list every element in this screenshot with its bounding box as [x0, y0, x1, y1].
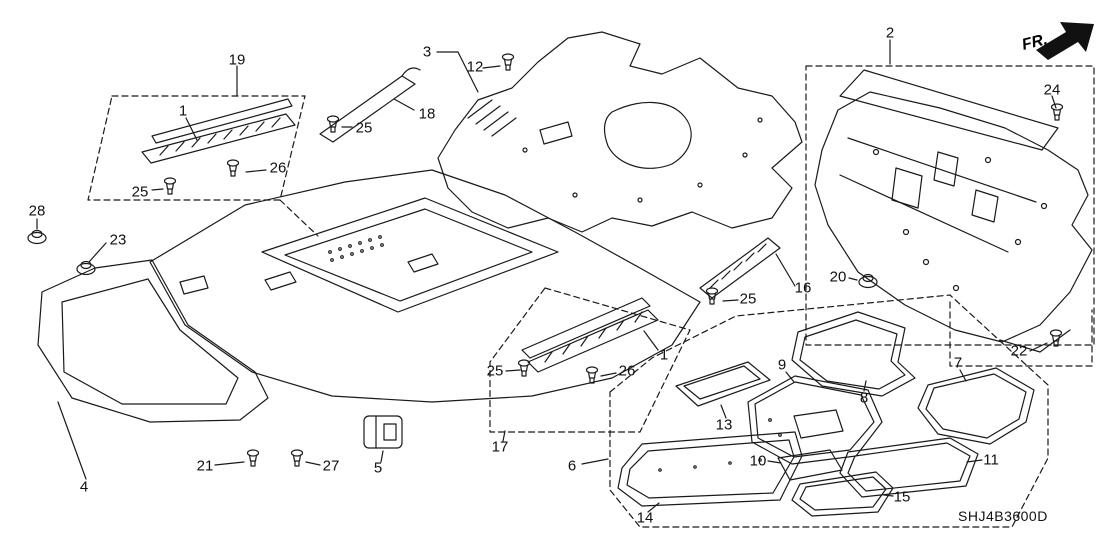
part-label-11-25: 11 — [983, 451, 999, 469]
floor-mat-7 — [917, 367, 1035, 445]
clip-icon-21 — [246, 449, 260, 467]
clip-icon-27 — [290, 449, 304, 467]
fr-arrow-icon — [1036, 22, 1094, 60]
sill-garnish-front — [141, 98, 296, 164]
part-label-25-9: 25 — [131, 183, 149, 201]
small-bracket-part-5 — [363, 415, 403, 449]
clip-icon-25-a — [326, 115, 340, 133]
part-label-9-18: 9 — [777, 356, 787, 374]
part-label-2-6: 2 — [885, 24, 895, 42]
clip-icon-24 — [1050, 103, 1064, 121]
clip-icon-25-b — [163, 177, 177, 195]
floor-mat-14 — [617, 431, 803, 507]
part-label-7-17: 7 — [953, 354, 963, 372]
part-label-5-26: 5 — [373, 459, 383, 477]
part-label-21-28: 21 — [196, 457, 214, 475]
cowl-top-strip — [839, 69, 1059, 151]
clip-icon-12 — [501, 53, 515, 71]
floor-mat-10 — [777, 449, 843, 481]
cargo-floor-mat — [37, 259, 269, 423]
group-box-17 — [489, 287, 691, 433]
sill-garnish-rear — [521, 297, 659, 373]
part-label-27-29: 27 — [322, 457, 340, 475]
floor-mat-8 — [791, 311, 916, 397]
part-label-8-21: 8 — [859, 389, 869, 407]
part-label-1-1: 1 — [178, 102, 188, 120]
part-label-22-16: 22 — [1010, 342, 1028, 360]
part-label-26-20: 26 — [618, 362, 636, 380]
part-label-26-8: 26 — [269, 159, 287, 177]
group-box-19-connector — [279, 199, 319, 237]
part-label-6-27: 6 — [567, 457, 577, 475]
part-label-17-23: 17 — [491, 438, 509, 456]
part-label-10-24: 10 — [749, 452, 767, 470]
grommet-icon-20 — [858, 273, 878, 289]
leader-lines — [36, 39, 1057, 513]
clip-icon-26-a — [226, 159, 240, 177]
part-label-3-2: 3 — [422, 43, 432, 61]
diagram-code: SHJ4B3600D — [958, 508, 1048, 524]
front-floor-panel — [437, 31, 803, 233]
floor-carpet — [149, 169, 701, 403]
part-label-19-0: 19 — [228, 51, 246, 69]
part-label-25-14: 25 — [739, 290, 757, 308]
part-label-28-10: 28 — [28, 202, 46, 220]
group-box-mats-6 — [609, 294, 1049, 528]
part-label-23-11: 23 — [109, 231, 127, 249]
group-box-22 — [949, 301, 1093, 367]
part-label-16-13: 16 — [794, 279, 812, 297]
group-box-2 — [805, 65, 1095, 346]
part-label-24-7: 24 — [1043, 81, 1061, 99]
step-garnish-16 — [699, 237, 781, 299]
part-label-1-15: 1 — [659, 346, 669, 364]
part-label-13-22: 13 — [715, 416, 733, 434]
group-outline-boxes — [87, 65, 1095, 528]
grommet-icon-28 — [27, 229, 47, 245]
part-label-25-5: 25 — [355, 119, 373, 137]
floor-mat-15 — [791, 471, 894, 517]
part-label-18-4: 18 — [418, 105, 436, 123]
part-label-25-19: 25 — [486, 362, 504, 380]
clip-icon-25-c — [705, 287, 719, 305]
side-strip-18 — [319, 67, 421, 143]
part-label-4-31: 4 — [79, 478, 89, 496]
floor-mat-13 — [675, 361, 771, 407]
part-label-20-12: 20 — [829, 268, 847, 286]
floor-mat-9 — [747, 375, 883, 465]
part-label-14-32: 14 — [636, 509, 654, 527]
floor-mat-11 — [839, 437, 979, 498]
part-label-15-30: 15 — [893, 488, 911, 506]
part-label-12-3: 12 — [466, 58, 484, 76]
dashboard-insulator — [814, 69, 1093, 353]
clip-icon-26-b — [585, 366, 599, 384]
